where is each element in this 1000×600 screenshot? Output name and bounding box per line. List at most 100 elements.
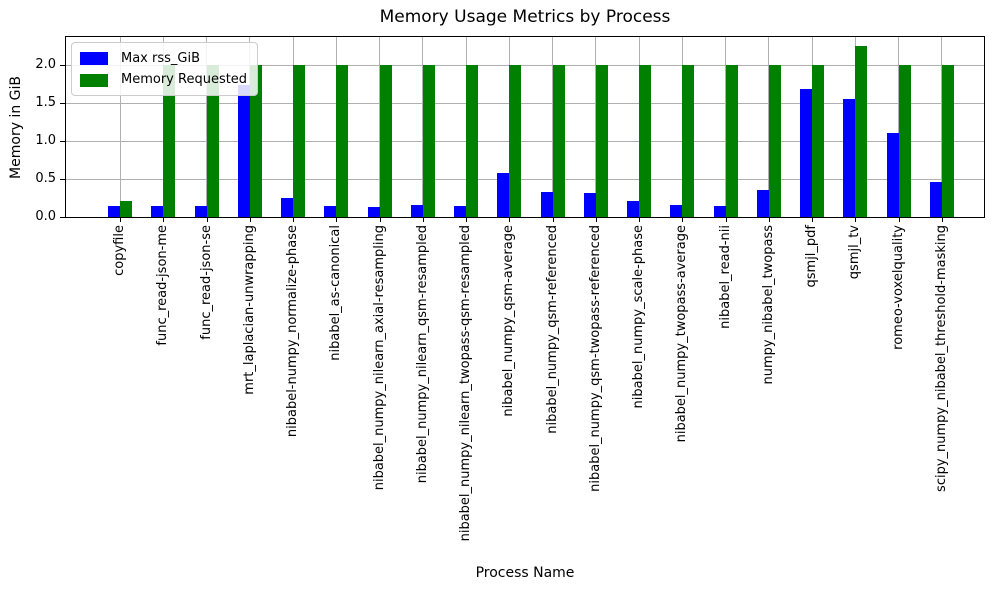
legend-swatch [80,52,108,66]
bar-memory-requested [163,65,176,217]
x-tick [422,218,424,222]
bar-memory-requested [120,201,132,217]
y-tick [60,179,65,181]
bar-max-rss-gib [843,98,856,217]
bar-memory-requested [855,46,868,217]
y-tick-label: 1.5 [35,95,56,111]
bar-memory-requested [422,65,435,217]
x-tick [855,218,857,222]
x-tick-label: nibabel_numpy_scale-phase [631,225,647,409]
bar-max-rss-gib [583,192,596,217]
bar-memory-requested [941,65,954,217]
x-tick [293,218,295,222]
bar-memory-requested [812,65,825,217]
bar-memory-requested [682,65,695,217]
x-tick [639,218,641,222]
legend-label: Max rss_GiB [121,50,201,66]
h-gridline [66,140,984,142]
x-tick [812,218,814,222]
bar-max-rss-gib [886,132,899,217]
x-tick-label: nibabel-numpy_normalize-phase [285,225,301,438]
x-tick-label: func_read-json-se [198,225,214,340]
bar-memory-requested [898,65,911,217]
bar-max-rss-gib [108,205,120,217]
x-tick [379,218,381,222]
x-tick [120,218,121,222]
bar-max-rss-gib [540,191,553,217]
x-tick-label: mrt_laplacian-unwrapping [241,225,257,395]
legend-item: Max rss_GiB [80,49,249,69]
y-tick-label: 0.0 [35,209,56,224]
bar-memory-requested [725,65,738,217]
h-gridline [66,64,984,66]
legend-label: Memory Requested [121,72,248,88]
x-tick-label: nibabel_numpy_qsm-twopass-referenced [587,225,603,492]
x-tick [768,218,770,222]
bar-memory-requested [466,65,479,217]
x-tick [725,218,727,222]
h-gridline [66,178,984,180]
x-tick [595,218,597,222]
x-tick-label: func_read-json-me [155,225,171,346]
bar-memory-requested [639,65,652,217]
y-axis-label-text: Memory in GiB [8,75,24,179]
y-tick-label: 2.0 [35,57,56,73]
bar-memory-requested [509,65,522,217]
bar-memory-requested [249,65,262,217]
x-tick-label: nibabel_numpy_nilearn_twopass-qsm-resamp… [458,225,474,542]
y-tick [60,141,65,143]
bar-memory-requested [379,65,392,217]
y-tick-label: 1.0 [35,133,56,149]
bar-max-rss-gib [627,201,640,217]
h-gridline [66,102,984,104]
bar-max-rss-gib [367,207,380,217]
x-tick [249,218,251,222]
x-tick-label: numpy_nibabel_twopass [760,225,776,385]
legend-swatch [80,73,108,87]
bar-memory-requested [336,65,349,217]
bar-max-rss-gib [454,205,467,217]
bar-max-rss-gib [237,84,250,217]
x-tick-label: qsmjl_pdf [804,225,820,288]
x-tick-label: nibabel_as-canonical [328,225,344,361]
x-tick [509,218,511,222]
x-tick [163,218,165,222]
bar-max-rss-gib [324,206,337,217]
bar-max-rss-gib [151,206,164,217]
x-axis-label: Process Name [475,565,575,581]
x-tick-label: romeo-voxelquality [890,225,906,350]
bar-max-rss-gib [756,190,769,217]
y-tick [60,103,65,105]
bar-memory-requested [552,65,565,217]
x-tick [466,218,468,222]
bar-max-rss-gib [281,198,294,217]
x-tick-label: nibabel_numpy_twopass-average [674,225,690,443]
y-tick [60,217,65,218]
legend: Max rss_GiB Memory Requested [71,42,258,96]
v-gridline [119,37,121,217]
x-tick [898,218,900,222]
x-tick [206,218,208,222]
bar-max-rss-gib [670,204,683,217]
y-tick [60,65,65,67]
x-tick [552,218,554,222]
bar-max-rss-gib [800,89,813,217]
x-tick-label: nibabel_numpy_qsm-average [501,225,517,417]
bar-memory-requested [595,65,608,217]
plot-area [65,36,985,218]
bar-memory-requested [293,65,306,217]
x-tick [682,218,684,222]
x-tick-label: nibabel_read-nii [717,225,733,329]
y-tick-label: 0.5 [35,171,56,187]
x-tick [941,218,943,222]
x-tick-label: scipy_numpy_nibabel_threshold-masking [933,225,949,492]
x-tick [336,218,338,222]
x-tick-label: qsmjl_tv [847,225,863,280]
bar-max-rss-gib [194,206,207,217]
x-tick-label: nibabel_numpy_nilearn_axial-resampling [371,225,387,491]
x-tick-label: copyfile [112,225,127,276]
bar-memory-requested [768,65,781,217]
bar-max-rss-gib [410,204,423,217]
bar-memory-requested [206,65,219,217]
